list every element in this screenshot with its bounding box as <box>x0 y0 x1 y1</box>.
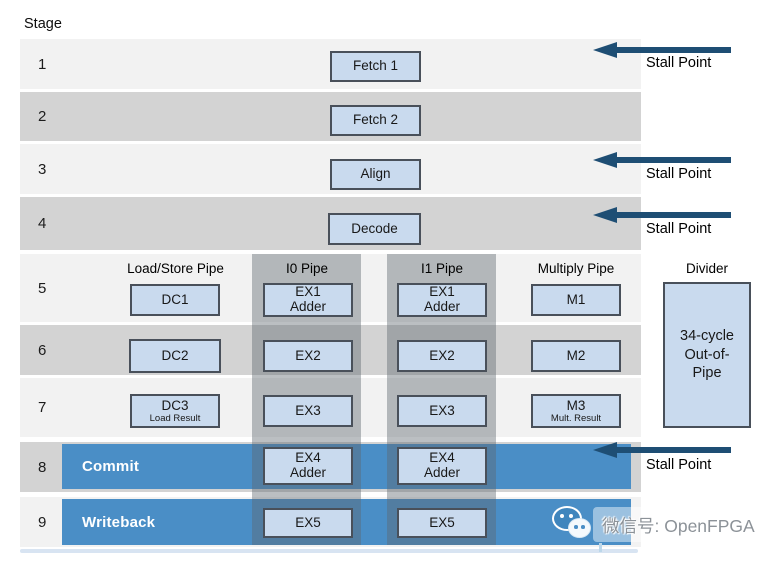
stage-column-header: Stage <box>24 16 62 32</box>
stage-number: 2 <box>38 108 47 125</box>
stall-point-label: Stall Point <box>646 55 712 71</box>
stage-number: 6 <box>38 341 47 359</box>
box-divider: 34-cycle Out-of- Pipe <box>663 282 751 428</box>
box-m3-label: M3 <box>566 397 586 413</box>
bottom-divider-line <box>20 549 638 553</box>
box-m1: M1 <box>531 284 621 316</box>
writeback-label: Writeback <box>82 513 156 531</box>
stage-number: 1 <box>38 55 47 73</box>
wechat-icon <box>551 503 593 545</box>
box-dc3-label: DC3 <box>161 397 189 413</box>
pipe-header-i0: I0 Pipe <box>285 261 329 276</box>
box-dc3: DC3 Load Result <box>130 394 220 428</box>
box-m3-sublabel: Mult. Result <box>550 412 602 424</box>
stall-arrow-icon <box>593 207 731 223</box>
pipe-header-multiply: Multiply Pipe <box>537 261 615 276</box>
stage-number: 7 <box>38 399 47 416</box>
box-m3: M3 Mult. Result <box>531 394 621 428</box>
wechat-bubble-small <box>568 518 591 538</box>
box-ex3-i0: EX3 <box>263 395 353 427</box>
box-decode: Decode <box>328 213 421 245</box>
box-fetch1: Fetch 1 <box>330 51 421 82</box>
box-ex3-i1: EX3 <box>397 395 487 427</box>
stall-point-label: Stall Point <box>646 221 712 237</box>
box-fetch2: Fetch 2 <box>330 105 421 136</box>
stall-arrow-icon <box>593 152 731 168</box>
pipe-header-divider: Divider <box>685 261 728 276</box>
box-dc3-sublabel: Load Result <box>149 412 201 424</box>
stall-arrow-icon <box>593 442 731 458</box>
box-ex1-i0: EX1 Adder <box>263 283 353 317</box>
box-ex2-i1: EX2 <box>397 340 487 372</box>
commit-label: Commit <box>82 458 140 475</box>
stage-number: 8 <box>38 458 47 476</box>
pipe-header-i1: I1 Pipe <box>420 261 464 276</box>
stall-point-label: Stall Point <box>646 166 712 182</box>
box-m2: M2 <box>531 340 621 372</box>
box-align: Align <box>330 159 421 190</box>
box-ex2-i0: EX2 <box>263 340 353 372</box>
box-ex5-i0: EX5 <box>263 508 353 538</box>
stall-point-label: Stall Point <box>646 457 712 473</box>
box-dc1: DC1 <box>130 284 220 316</box>
watermark-text: 微信号: OpenFPGA <box>602 516 755 536</box>
stage-number: 9 <box>38 513 47 531</box>
stage-number: 4 <box>38 215 47 232</box>
box-ex5-i1: EX5 <box>397 508 487 538</box>
box-ex1-i1: EX1 Adder <box>397 283 487 317</box>
watermark-background <box>593 507 757 542</box>
pipe-header-load-store: Load/Store Pipe <box>127 261 224 276</box>
stage-number: 3 <box>38 160 47 178</box>
stall-arrow-icon <box>593 42 731 58</box>
box-dc2: DC2 <box>129 339 221 373</box>
box-ex4-i1: EX4 Adder <box>397 447 487 485</box>
stage-number: 5 <box>38 279 47 297</box>
box-ex4-i0: EX4 Adder <box>263 447 353 485</box>
watermark-tick <box>599 543 602 552</box>
